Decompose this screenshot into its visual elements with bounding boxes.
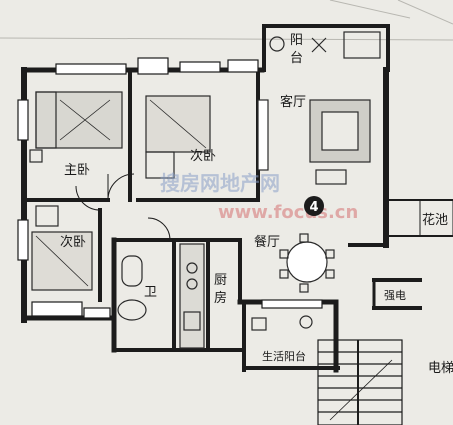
furniture: [29, 31, 381, 349]
doors: [75, 173, 171, 241]
windows: [17, 57, 323, 319]
label-utility-balcony: 生活阳台: [262, 349, 306, 363]
label-second-bed-left: 次卧: [60, 234, 86, 250]
label-second-bed-top: 次卧: [190, 148, 216, 164]
stairs: [317, 339, 403, 425]
label-elevator: 电梯: [428, 361, 453, 376]
label-kitchen-1: 厨: [214, 273, 227, 288]
label-balcony-top-2: 台: [290, 51, 303, 66]
label-dining: 餐厅: [254, 234, 280, 250]
label-master-bed: 主卧: [64, 163, 90, 178]
room-labels: 阳 台 客厅 主卧 次卧 次卧 餐厅 厨 房 卫 生活阳台 花池 强电 电梯: [60, 33, 453, 376]
label-living: 客厅: [280, 94, 306, 110]
garden-bed: [419, 199, 453, 237]
watermark-en: www.focus.cn: [218, 202, 358, 223]
watermark-cn: 搜房网地产网: [160, 171, 280, 195]
label-balcony-top-1: 阳: [290, 33, 303, 48]
label-bath: 卫: [144, 285, 157, 300]
label-garden: 花池: [422, 212, 448, 228]
background-lines: [0, 0, 453, 41]
label-kitchen-2: 房: [214, 290, 227, 306]
unit-number: 4: [310, 200, 319, 215]
label-electric: 强电: [384, 289, 406, 302]
unit-number-badge: 4: [304, 196, 324, 216]
